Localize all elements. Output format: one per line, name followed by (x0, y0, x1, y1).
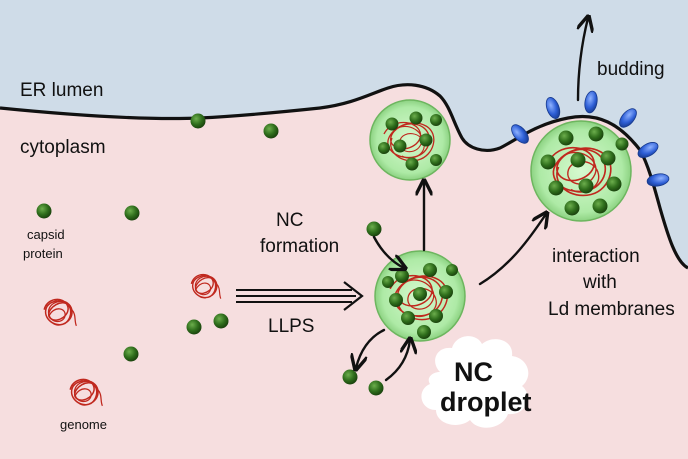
interaction-label-line3: Ld membranes (548, 299, 675, 320)
nc-droplet-budding (369, 99, 451, 181)
nc-droplet-cloud (421, 336, 529, 428)
interaction-label-line2: with (582, 272, 617, 293)
capsid-protein-dot (263, 123, 279, 139)
capsid-protein-dot (36, 203, 52, 219)
droplet-uptake-arrow (384, 340, 410, 382)
cytoplasm-label: cytoplasm (20, 137, 106, 158)
budding-arrow (578, 18, 588, 102)
nc-formation-label-line1: NC (276, 210, 303, 231)
er-lumen-region (0, 0, 688, 268)
membrane-proteins (511, 90, 670, 187)
llps-arrow (236, 281, 364, 311)
budding-label: budding (597, 59, 665, 80)
capsid-protein-dot (213, 313, 229, 329)
nc-formation-label-line2: formation (260, 236, 339, 257)
nc-droplet-cytosolic (374, 250, 466, 342)
capsid-protein-label-line2: protein (23, 246, 63, 261)
er-lumen-label: ER lumen (20, 80, 103, 101)
capsid-protein-dot (368, 380, 384, 396)
nc-droplet-membrane (530, 120, 632, 222)
interaction-label-line1: interaction (552, 246, 640, 267)
capsid-protein-dot (342, 369, 358, 385)
genome-label: genome (60, 417, 107, 432)
capsid-protein-dot (123, 346, 139, 362)
droplet-to-membrane-arrow (478, 214, 546, 286)
nc-droplet-label-line1: NC (454, 357, 493, 387)
nc-droplet-label-line2: droplet (440, 387, 532, 417)
free-capsid-proteins (36, 113, 384, 396)
arrows (356, 18, 588, 382)
capsid-protein-dot (366, 221, 382, 237)
llps-label: LLPS (268, 316, 314, 337)
capsid-protein-dot (190, 113, 206, 129)
droplet-release-arrow (356, 328, 386, 368)
nc-to-droplet-arrow (372, 235, 404, 268)
capsid-protein-dot (124, 205, 140, 221)
capsid-protein-label-line1: capsid (27, 227, 65, 242)
capsid-protein-dot (186, 319, 202, 335)
